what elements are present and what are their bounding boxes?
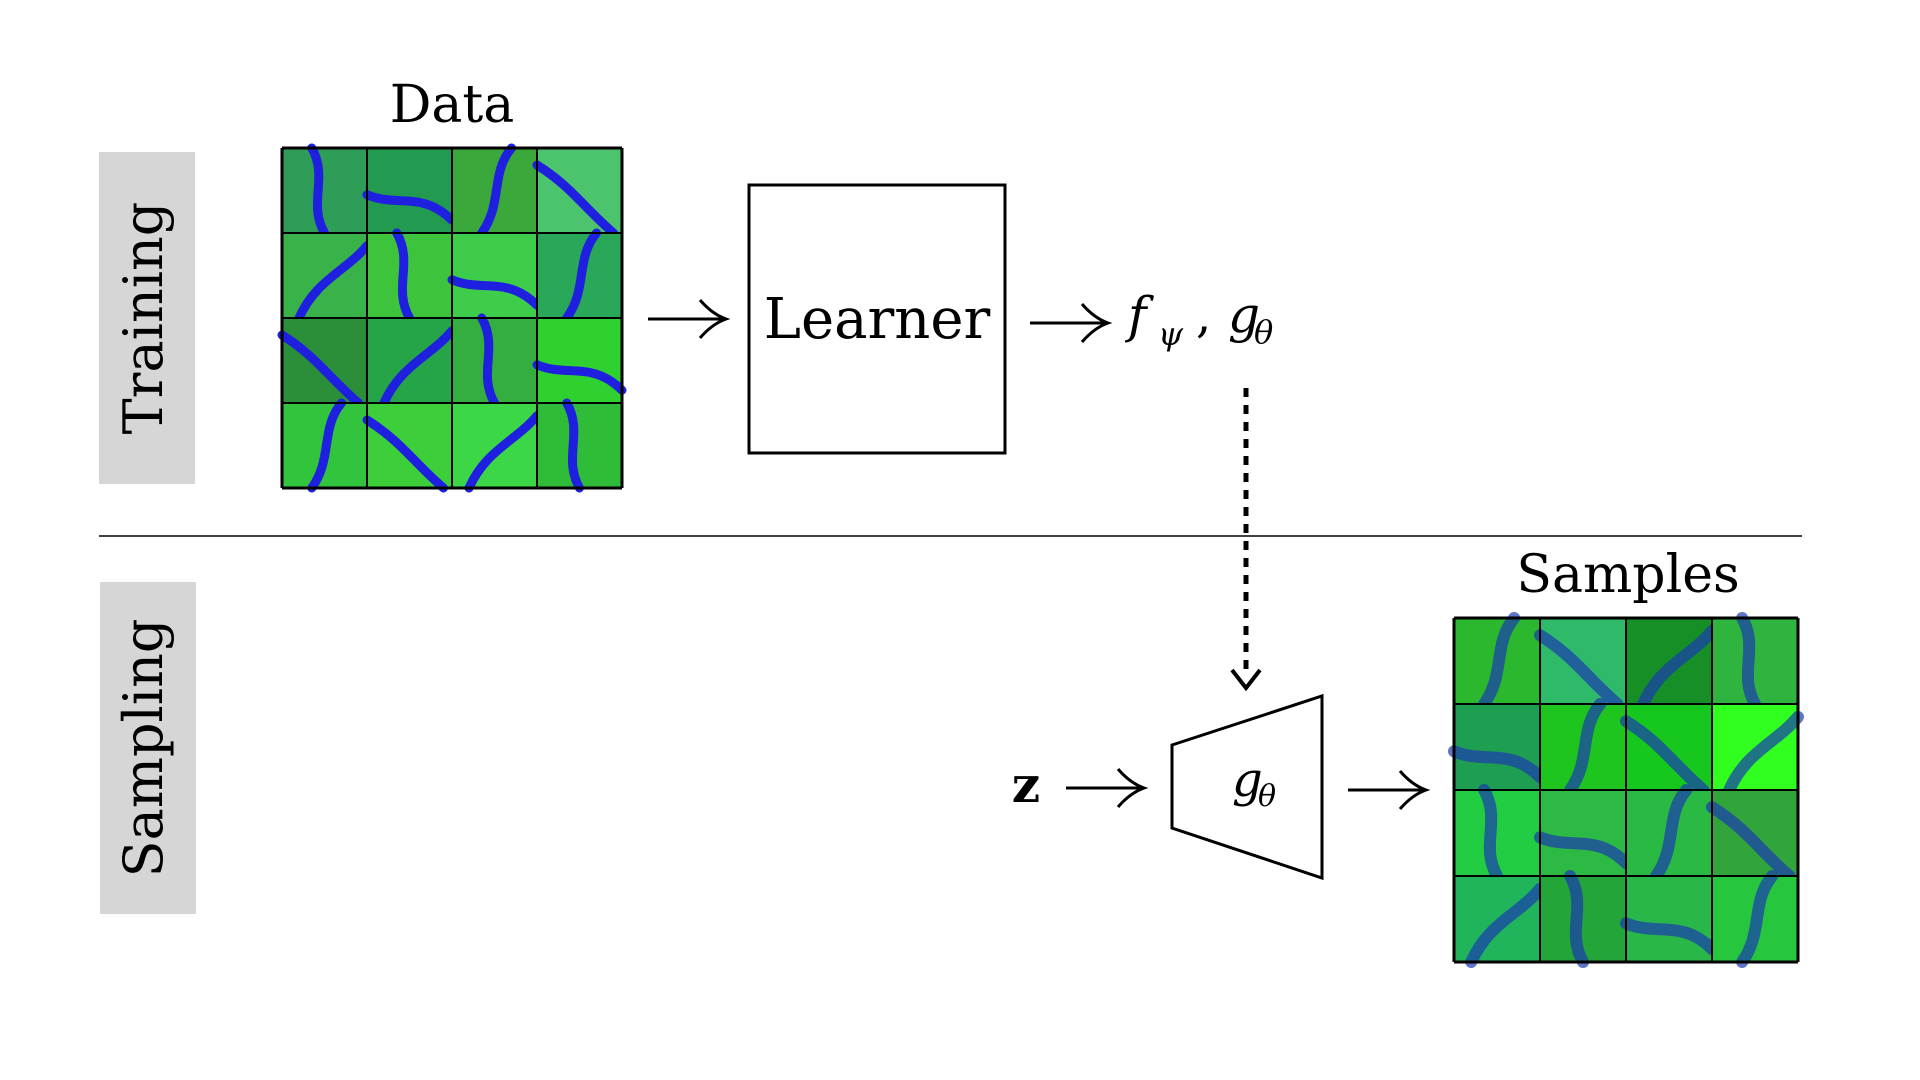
learner-label: Learner <box>764 287 991 352</box>
sampling-label-box <box>100 582 196 914</box>
data-tile <box>452 233 537 318</box>
generator-to-samples-arrow <box>1348 770 1431 810</box>
g-symbol: g <box>1228 286 1260 344</box>
sample-river <box>1620 917 1718 956</box>
data-tile <box>452 403 537 488</box>
sample-river <box>1736 870 1779 968</box>
data-river <box>532 360 627 395</box>
sample-river <box>1564 870 1589 968</box>
sample-river <box>1478 612 1521 710</box>
sample-river <box>1465 882 1546 968</box>
data-tile <box>537 403 622 488</box>
data-tile <box>367 233 452 318</box>
data-title: Data <box>390 75 515 135</box>
data-tile <box>367 148 452 233</box>
data-river <box>307 398 346 493</box>
sample-tile <box>1626 876 1712 962</box>
sample-river <box>1620 715 1710 796</box>
sample-tile <box>1454 704 1540 790</box>
data-river <box>447 275 542 310</box>
sample-river <box>1534 629 1624 710</box>
sample-river <box>1706 801 1796 882</box>
data-to-learner-arrow <box>648 299 731 339</box>
data-tile <box>452 318 537 403</box>
parameter-transfer-arrow <box>1230 388 1262 692</box>
g-subscript: θ <box>1254 313 1273 351</box>
learner-box: Learner <box>747 183 1007 455</box>
sample-river <box>1637 624 1718 710</box>
training-output: f ψ , g θ <box>1124 286 1273 353</box>
sample-tile <box>1712 790 1798 876</box>
sample-river <box>1534 831 1632 870</box>
generator-g-subscript: θ <box>1258 779 1276 814</box>
data-river <box>477 143 516 238</box>
sample-tile <box>1540 790 1626 876</box>
data-river <box>532 160 618 238</box>
generator-block: g θ <box>1170 693 1324 881</box>
sample-river <box>1736 612 1761 710</box>
samples-title: Samples <box>1516 545 1739 605</box>
sample-tile <box>1626 704 1712 790</box>
sample-river <box>1723 710 1804 796</box>
sample-river <box>1478 784 1503 882</box>
data-tile <box>537 318 622 403</box>
data-river <box>277 330 363 408</box>
data-river <box>477 313 499 408</box>
data-tile <box>282 148 367 233</box>
sample-river <box>1564 698 1607 796</box>
data-river <box>392 228 414 323</box>
data-tile <box>537 148 622 233</box>
training-section: Training <box>99 152 195 484</box>
data-river <box>362 415 448 493</box>
output-separator: , <box>1196 288 1211 344</box>
data-tile <box>367 318 452 403</box>
sample-tile <box>1540 618 1626 704</box>
samples-image-grid <box>1448 612 1804 968</box>
data-tile <box>282 318 367 403</box>
data-image-grid <box>277 143 627 493</box>
data-river <box>362 190 457 225</box>
data-tile <box>367 403 452 488</box>
sample-river <box>1650 784 1693 882</box>
data-river <box>562 398 584 493</box>
training-label-box <box>99 152 195 484</box>
data-river <box>464 411 542 493</box>
f-symbol: f <box>1124 286 1154 344</box>
training-label: Training <box>112 202 175 435</box>
generator-g-symbol: g <box>1232 752 1263 808</box>
data-river <box>307 143 329 238</box>
f-subscript: ψ <box>1158 315 1184 353</box>
data-river <box>562 228 601 323</box>
sampling-label: Sampling <box>112 619 175 878</box>
learner-to-output-arrow <box>1030 303 1113 343</box>
sampling-section: Sampling <box>100 582 196 914</box>
data-river <box>294 241 372 323</box>
latent-z-label: z <box>1012 755 1040 814</box>
z-to-generator-arrow <box>1066 768 1149 808</box>
data-tile <box>282 233 367 318</box>
data-river <box>379 326 457 408</box>
sample-river <box>1448 745 1546 784</box>
